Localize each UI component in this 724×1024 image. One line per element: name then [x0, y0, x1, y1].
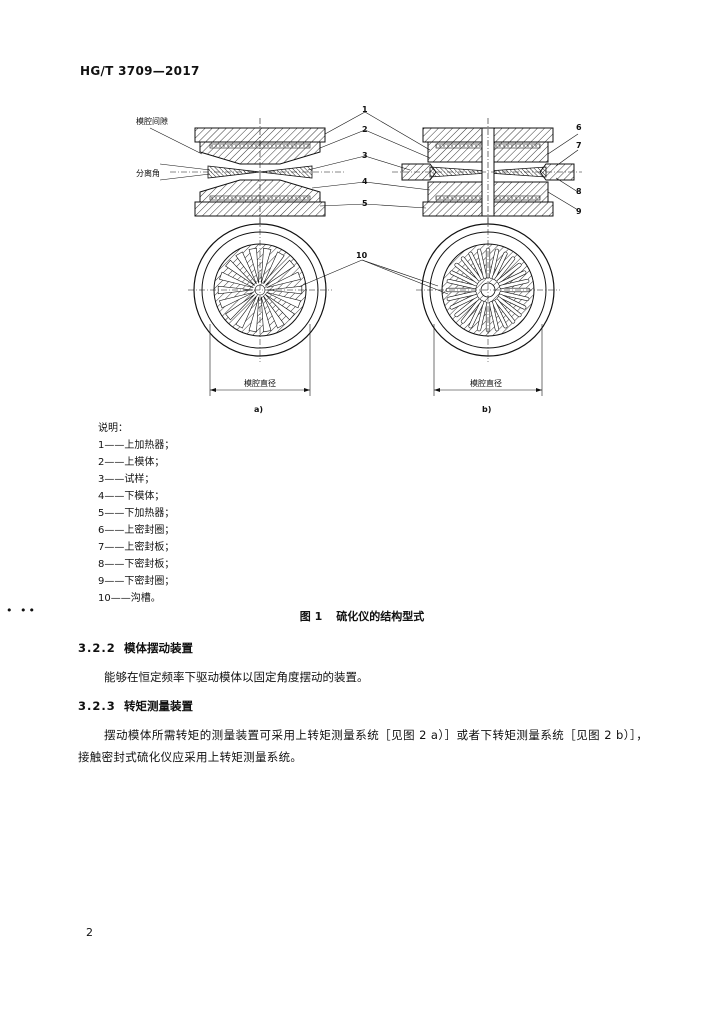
- groove-spoke: [266, 271, 301, 288]
- groove-slot: [476, 248, 488, 279]
- callout-9: 9: [576, 207, 582, 216]
- document-header: HG/T 3709—2017: [80, 64, 200, 78]
- callout-2: 2: [362, 125, 368, 134]
- groove-slot: [468, 251, 485, 280]
- figure-caption: 图 1 硫化仪的结构型式: [0, 608, 724, 624]
- section-body-3-2-2: 能够在恒定频率下驱动模体以固定角度摆动的装置。: [104, 670, 369, 684]
- groove-spoke: [263, 295, 285, 329]
- plan-view-b: [416, 218, 560, 362]
- callout-10: 10: [356, 251, 368, 260]
- groove-spoke: [219, 292, 254, 309]
- legend-item: 9——下密封圈；: [98, 576, 175, 587]
- margin-marks: • ••: [6, 604, 37, 617]
- groove-spoke: [225, 294, 255, 321]
- groove-slot: [496, 262, 522, 284]
- groove-slot: [491, 251, 508, 280]
- section-view-b: [392, 118, 582, 228]
- callout-3: 3: [362, 151, 368, 160]
- legend-item: 8——下密封板；: [98, 559, 175, 570]
- groove-spoke: [260, 296, 272, 333]
- groove-slot: [499, 290, 530, 302]
- callout-8: 8: [576, 187, 582, 196]
- legend-item: 6——上密封圈；: [98, 525, 175, 536]
- section-body-3-2-3: 摆动模体所需转矩的测量装置可采用上转矩测量系统［见图 2 a）］或者下转矩测量系…: [78, 728, 648, 764]
- groove-slot: [491, 300, 508, 329]
- groove-slot: [446, 278, 477, 290]
- groove-spoke: [265, 294, 295, 321]
- page-number: 2: [86, 926, 93, 939]
- groove-spoke: [265, 259, 295, 286]
- cavity-diameter-b-label: 模腔直径: [470, 378, 502, 388]
- groove-spoke: [235, 295, 257, 329]
- groove-slot: [460, 256, 482, 282]
- subfigure-b-label: b): [482, 405, 491, 414]
- figure-title: 硫化仪的结构型式: [336, 610, 425, 623]
- groove-slot: [468, 300, 485, 329]
- groove-slot: [460, 298, 482, 324]
- rheometer-structure-figure: 模腔间隙 分离角 1 2 3: [136, 105, 582, 414]
- section-view-a: [149, 118, 345, 228]
- section-number: 3.2.2: [78, 641, 116, 655]
- legend-item: 10——沟槽。: [98, 593, 161, 604]
- groove-spoke: [248, 247, 260, 284]
- section-heading-3-2-2: 3.2.2 模体摆动装置: [78, 640, 193, 656]
- plan-view-a: [188, 218, 332, 362]
- section-number: 3.2.3: [78, 699, 116, 713]
- groove-slot: [488, 301, 500, 332]
- figure-legend: 说明： 1——上加热器； 2——上模体； 3——试样； 4——下模体； 5——下…: [98, 420, 174, 607]
- legend-item: 4——下模体；: [98, 491, 165, 502]
- groove-spoke: [260, 247, 272, 284]
- groove-spoke: [219, 271, 254, 288]
- section-title: 模体摆动装置: [124, 641, 193, 655]
- section-title: 转矩测量装置: [124, 699, 193, 713]
- legend-title: 说明：: [98, 423, 128, 434]
- dimension-lines: [209, 324, 543, 396]
- subfigure-a-label: a): [254, 405, 263, 414]
- groove-slot: [454, 262, 480, 284]
- groove-slot: [449, 293, 478, 310]
- groove-spoke: [263, 251, 285, 285]
- groove-slot: [454, 296, 480, 318]
- groove-slot: [494, 256, 516, 282]
- callouts: [295, 111, 579, 295]
- cavity-diameter-a-label: 模腔直径: [244, 378, 276, 388]
- callout-7: 7: [576, 141, 582, 150]
- groove-slot: [488, 248, 500, 279]
- groove-slot: [499, 278, 530, 290]
- legend-item: 7——上密封板；: [98, 542, 175, 553]
- groove-slot: [496, 296, 522, 318]
- label-cavity-gap: 模腔间隙: [136, 116, 168, 126]
- groove-slot: [494, 298, 516, 324]
- label-parting-angle: 分离角: [136, 168, 160, 178]
- legend-item: 3——试样；: [98, 474, 155, 485]
- groove-spoke: [225, 259, 255, 286]
- groove-spoke: [235, 251, 257, 285]
- callout-5: 5: [362, 199, 368, 208]
- callout-6: 6: [576, 123, 582, 132]
- groove-slot: [476, 301, 488, 332]
- groove-slot: [446, 290, 477, 302]
- callout-4: 4: [362, 177, 368, 186]
- legend-item: 2——上模体；: [98, 457, 165, 468]
- groove-spoke: [266, 292, 301, 309]
- legend-item: 1——上加热器；: [98, 440, 175, 451]
- callout-1: 1: [362, 105, 368, 114]
- legend-item: 5——下加热器；: [98, 508, 175, 519]
- groove-slot: [449, 270, 478, 287]
- groove-slot: [498, 293, 527, 310]
- figure-number: 图 1: [299, 610, 323, 623]
- section-heading-3-2-3: 3.2.3 转矩测量装置: [78, 698, 193, 714]
- groove-slot: [498, 270, 527, 287]
- groove-spoke: [248, 296, 260, 333]
